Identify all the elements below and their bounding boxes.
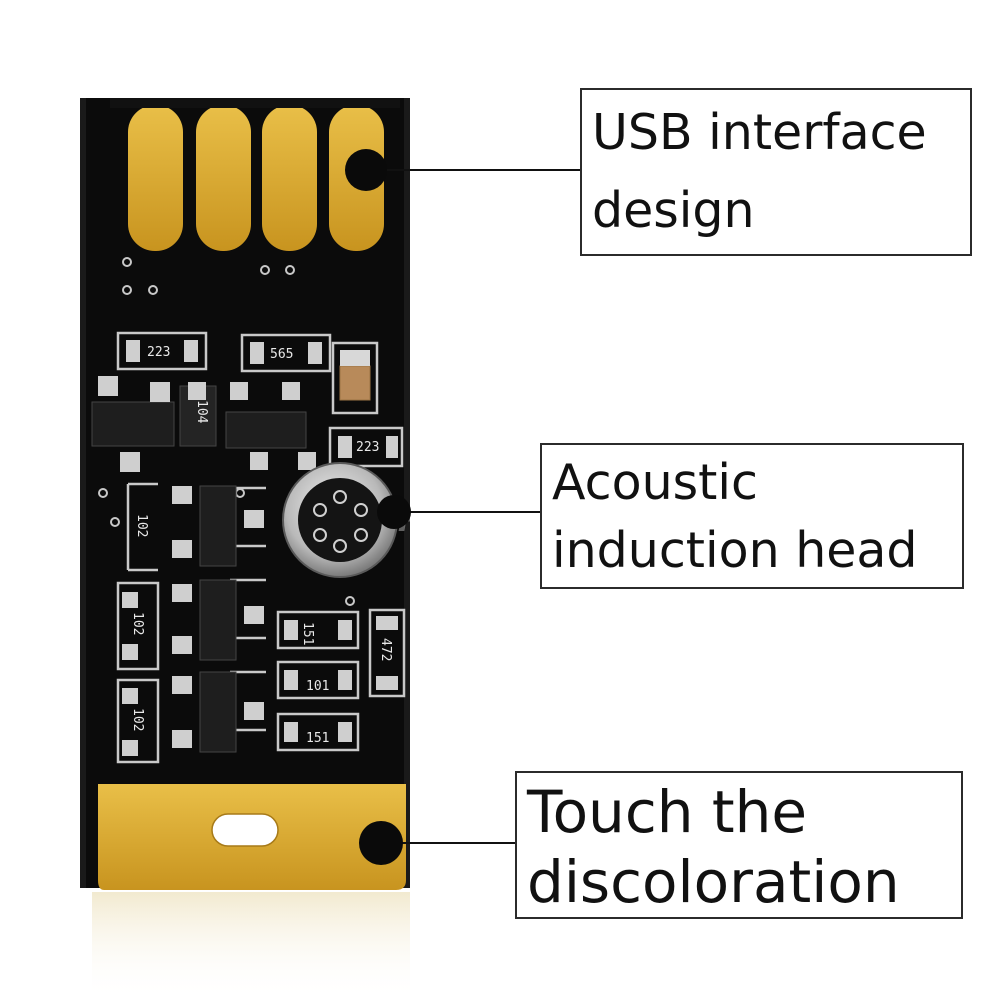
code-151-b: 151: [306, 731, 329, 746]
code-104: 104: [194, 400, 209, 424]
capacitor: [339, 365, 371, 401]
code-102-c: 102: [130, 708, 145, 731]
pointer-dot-touch: [359, 821, 403, 865]
code-151-a: 151: [300, 622, 315, 645]
board-reflection: [92, 892, 410, 1000]
smd-chips: [91, 385, 307, 753]
callout-touch-discoloration: Touch the discoloration: [515, 771, 963, 919]
callout-usb-line1: USB interface: [592, 104, 927, 161]
code-223-top: 223: [147, 345, 170, 360]
code-223-right: 223: [356, 440, 379, 455]
callout-mic-line1: Acoustic: [552, 454, 758, 511]
callout-usb-line2: design: [592, 182, 755, 239]
callout-touch-line2: discoloration: [527, 848, 900, 916]
usb-contact-2: [196, 105, 251, 251]
capacitor-cap: [340, 350, 370, 366]
usb-contact-3: [262, 105, 317, 251]
usb-contact-strip: [110, 98, 400, 108]
code-472: 472: [378, 638, 393, 661]
code-101: 101: [306, 679, 329, 694]
microphone-component: [282, 462, 398, 578]
solder-pads: [98, 340, 398, 756]
code-102-b: 102: [130, 612, 145, 635]
touch-pad-slot: [211, 813, 279, 847]
code-102-a: 102: [134, 514, 149, 537]
callout-pointers: [345, 149, 580, 865]
usb-contact-1: [128, 105, 183, 251]
pointer-dot-usb: [345, 149, 387, 191]
callout-acoustic-head: Acoustic induction head: [540, 443, 964, 589]
callout-touch-line1: Touch the: [527, 778, 808, 846]
board-edge-left: [80, 98, 86, 888]
callout-usb-interface: USB interface design: [580, 88, 972, 256]
pointer-dot-mic: [377, 495, 411, 529]
callout-mic-line2: induction head: [552, 522, 918, 579]
code-565: 565: [270, 347, 293, 362]
resistor-codes: 223 565 104 223 102 102 102 151 101 151 …: [130, 345, 393, 746]
board-edge-right: [404, 98, 410, 888]
watermark: HVIERO: [398, 504, 545, 539]
